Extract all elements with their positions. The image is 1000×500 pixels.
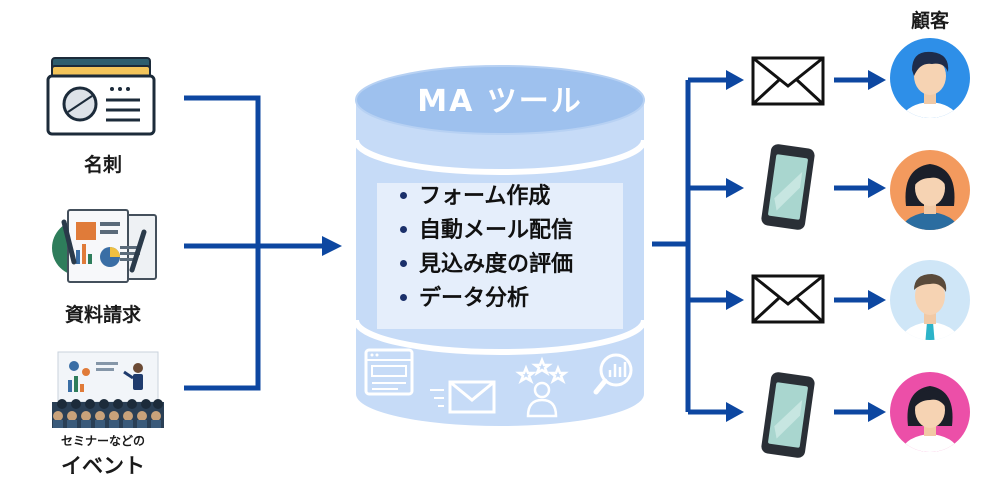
- seminar-event-icon: [52, 351, 164, 428]
- source-label-event-line2: イベント: [61, 454, 145, 478]
- source-label-event-line1: セミナーなどの: [60, 434, 145, 448]
- ma-tool-feature-list: フォーム作成 自動メール配信 見込み度の評価 データ分析: [400, 180, 573, 316]
- smartphone-icon: [761, 372, 815, 458]
- bullet-icon: [400, 293, 407, 301]
- feature-label: フォーム作成: [419, 184, 551, 209]
- source-label-document-request: 資料請求: [64, 304, 141, 326]
- ma-tool-title: MA ツール: [417, 84, 583, 119]
- source-label-business-card: 名刺: [83, 154, 122, 176]
- envelope-icon: [751, 56, 825, 106]
- feature-item: 見込み度の評価: [400, 248, 573, 282]
- smartphone-icon: [761, 144, 815, 230]
- channel-arrowheads: [726, 70, 886, 422]
- customer-avatar-woman-orange: [890, 150, 970, 230]
- feature-item: フォーム作成: [400, 180, 573, 214]
- documents-icon: [52, 209, 157, 283]
- left-connectors: [184, 95, 324, 391]
- customer-avatar-man-light: [890, 260, 970, 340]
- bullet-icon: [400, 259, 407, 267]
- feature-label: データ分析: [419, 286, 530, 311]
- rating-user-icon: [515, 356, 569, 418]
- analytics-icon: [593, 353, 633, 395]
- customers-heading: 顧客: [910, 10, 949, 32]
- email-send-icon: [430, 380, 496, 414]
- arrow-to-ma-tool: [322, 236, 342, 256]
- form-icon: [364, 348, 414, 396]
- envelope-icon: [751, 274, 825, 324]
- bullet-icon: [400, 225, 407, 233]
- feature-label: 見込み度の評価: [419, 252, 574, 277]
- ma-tool-database: [353, 65, 647, 426]
- feature-item: データ分析: [400, 282, 573, 316]
- feature-item: 自動メール配信: [400, 214, 573, 248]
- feature-label: 自動メール配信: [419, 218, 574, 243]
- customer-avatar-woman-pink: [890, 372, 970, 452]
- right-connectors: [652, 77, 870, 415]
- customer-avatar-man-blue: [890, 38, 970, 118]
- bullet-icon: [400, 191, 407, 199]
- business-card-icon: [46, 57, 156, 136]
